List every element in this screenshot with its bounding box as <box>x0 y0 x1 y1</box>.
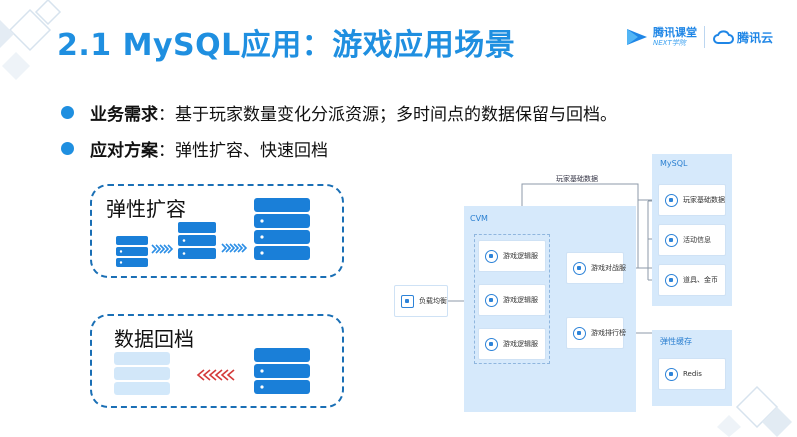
bullet-requirement: 业务需求 ：基于玩家数量变化分派资源；多时间点的数据保留与回档。 <box>61 94 617 130</box>
tencent-classroom-text: 腾讯课堂 NEXT学院 <box>650 26 697 48</box>
logic-server-3: 游戏逻辑服 <box>478 328 546 360</box>
node-label: 游戏排行榜 <box>591 329 626 337</box>
node-label: 游戏逻辑服 <box>503 252 538 260</box>
node-label: 游戏逻辑服 <box>503 296 538 304</box>
load-balancer: 负载均衡 <box>394 285 448 317</box>
elastic-scaling-illustration <box>116 198 310 267</box>
elastic-scaling-box <box>90 184 344 278</box>
bullet-solution: 应对方案 ：弹性扩容、快速回档 <box>61 130 617 166</box>
bullet-dot-icon <box>61 105 74 119</box>
arrow-chevrons-icon <box>151 244 174 254</box>
server-stack-icon <box>178 222 216 259</box>
tencent-cloud-logo-icon <box>713 30 734 44</box>
node-label: 游戏对战服 <box>591 264 626 272</box>
bullet-label: 业务需求 <box>90 104 158 125</box>
server-stack-icon <box>254 348 310 394</box>
server-node-icon <box>573 261 586 275</box>
logo-separator <box>704 26 705 48</box>
logic-server-2: 游戏逻辑服 <box>478 284 546 316</box>
data-rollback-illustration <box>114 348 310 395</box>
data-rollback-title: 数据回档 <box>114 327 194 351</box>
server-node-icon <box>485 293 498 307</box>
brand1-subtitle: NEXT学院 <box>653 39 686 47</box>
node-label: 负载均衡 <box>419 297 447 305</box>
logic-server-1: 游戏逻辑服 <box>478 240 546 272</box>
data-rollback-box <box>90 314 344 408</box>
bullet-text: ：基于玩家数量变化分派资源；多时间点的数据保留与回档。 <box>158 104 617 125</box>
corner-decoration-top-left <box>0 0 62 80</box>
logic-server-group <box>474 234 550 364</box>
database-icon <box>665 367 678 381</box>
server-node-icon <box>485 249 498 263</box>
cache-item-redis: Redis <box>658 358 726 390</box>
mysql-title: MySQL <box>660 159 688 168</box>
node-label: 道具、金币 <box>683 276 718 284</box>
server-node-icon <box>573 326 586 340</box>
elastic-scaling-title: 弹性扩容 <box>106 197 186 221</box>
cvm-title: CVM <box>470 214 488 223</box>
bullet-text: ：弹性扩容、快速回档 <box>158 140 328 161</box>
database-icon <box>665 193 678 207</box>
bullet-label: 应对方案 <box>90 140 158 161</box>
load-balancer-icon <box>401 294 414 308</box>
mysql-item-activity: 活动信息 <box>658 224 726 256</box>
node-label: Redis <box>683 370 702 378</box>
brand2-name: 腾讯云 <box>737 30 774 45</box>
node-label: 游戏逻辑服 <box>503 340 538 348</box>
server-stack-icon <box>116 236 148 267</box>
brand-logos: 腾讯课堂 NEXT学院 腾讯云 <box>624 22 773 52</box>
cache-title: 弹性缓存 <box>660 337 692 346</box>
bullet-list: 业务需求 ：基于玩家数量变化分派资源；多时间点的数据保留与回档。 应对方案 ：弹… <box>61 94 617 166</box>
brand1-name: 腾讯课堂 <box>653 26 697 39</box>
server-stack-icon <box>254 198 310 260</box>
rank-server: 游戏排行榜 <box>566 317 626 349</box>
mysql-item-items-gold: 道具、金币 <box>658 264 726 296</box>
corner-decoration-bottom-right <box>717 385 792 437</box>
database-icon <box>665 233 678 247</box>
database-icon <box>665 273 678 287</box>
node-label: 玩家基础数据 <box>683 196 725 204</box>
architecture-diagram: 玩家基础数据 CVM 游戏逻辑服 游戏逻辑服 游戏逻辑服 游戏对战服 游戏排行榜… <box>380 150 790 412</box>
slide-title: 2.1 MySQL应用：游戏应用场景 <box>57 28 516 63</box>
mysql-item-player-data: 玩家基础数据 <box>658 184 726 216</box>
tencent-classroom-logo-icon <box>627 29 647 45</box>
node-label: 活动信息 <box>683 236 711 244</box>
arrow-chevrons-icon <box>196 369 235 381</box>
server-stack-icon <box>114 352 170 395</box>
battle-server: 游戏对战服 <box>566 252 626 284</box>
bullet-dot-icon <box>61 141 74 155</box>
arrow-chevrons-icon <box>221 243 248 253</box>
server-node-icon <box>485 337 498 351</box>
edge-label-player-data: 玩家基础数据 <box>556 175 598 183</box>
